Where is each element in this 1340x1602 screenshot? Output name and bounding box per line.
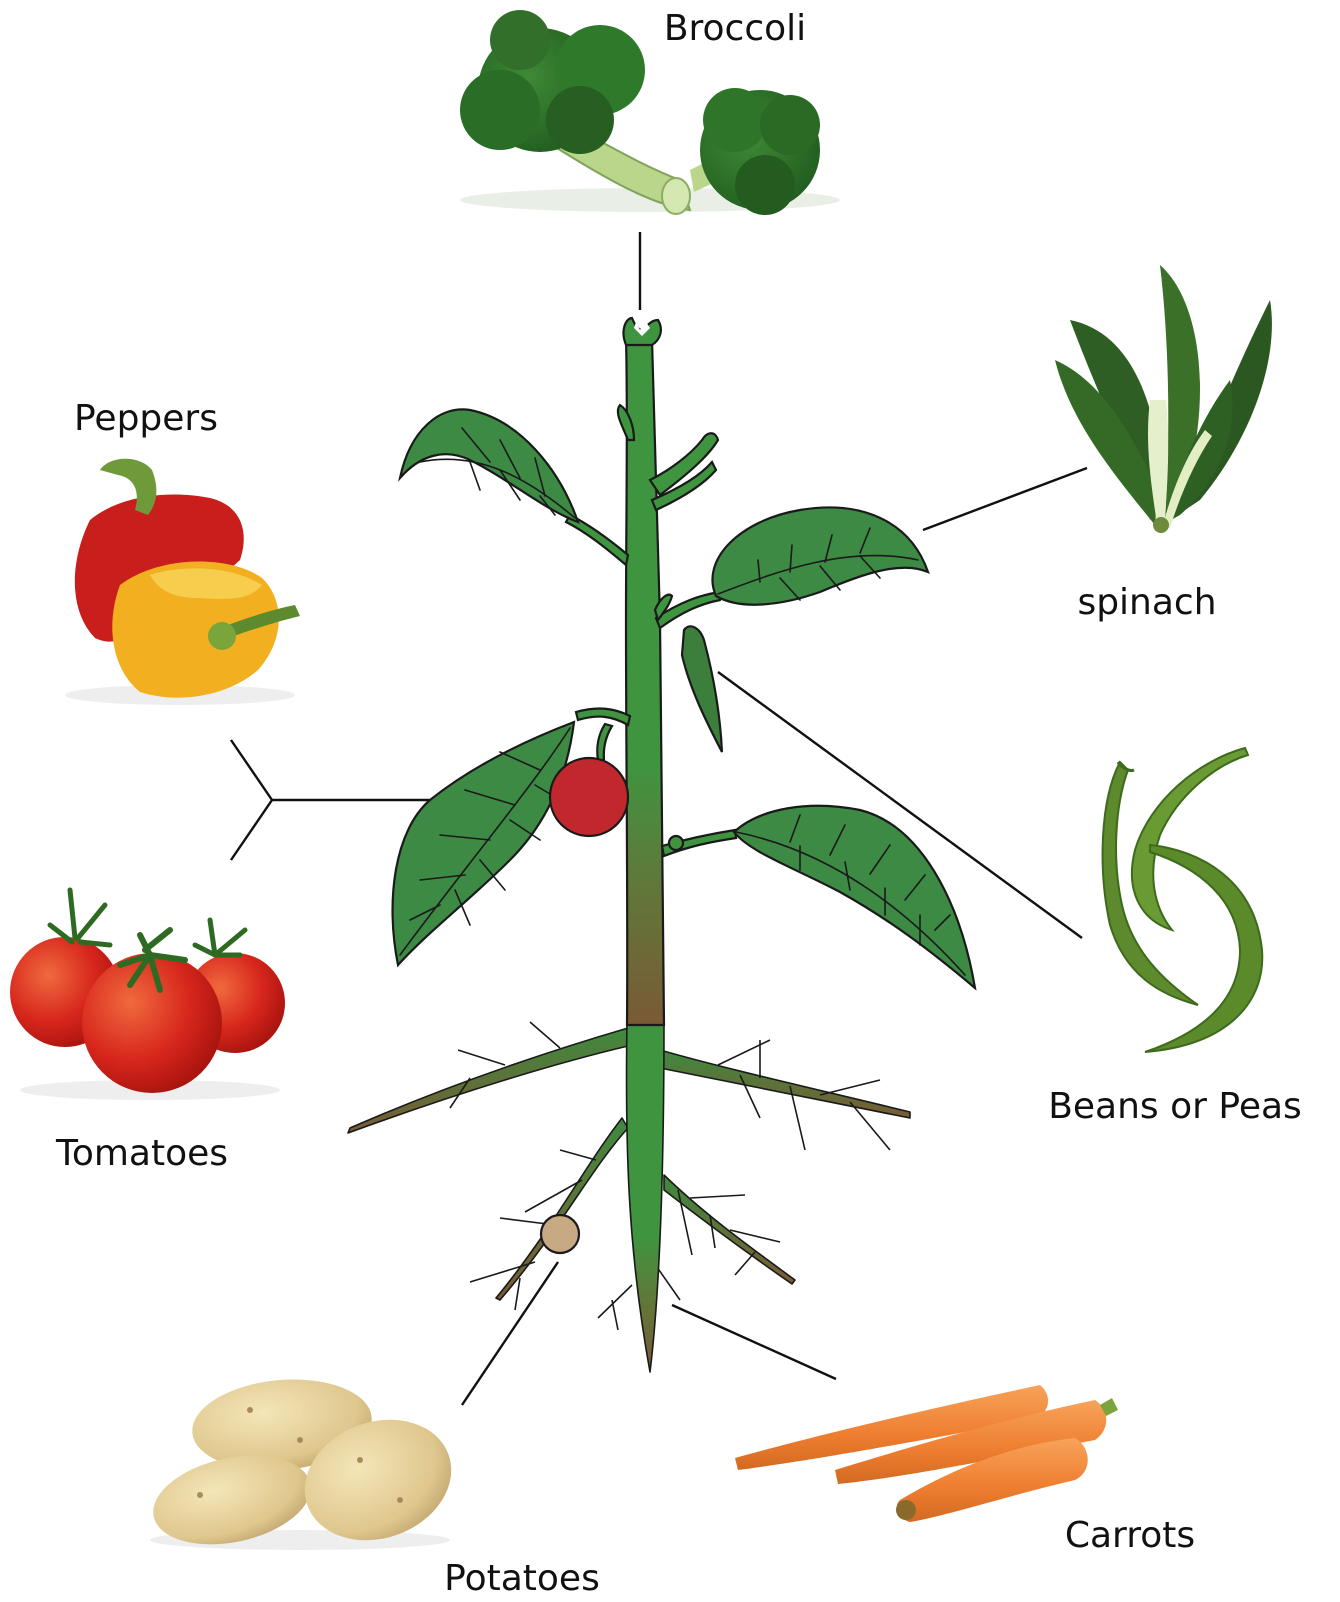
bean-pod [682, 626, 722, 752]
spinach-image [1055, 265, 1272, 533]
potato-tuber [541, 1215, 579, 1253]
potatoes-image [145, 1372, 468, 1560]
plant-roots [348, 1020, 910, 1372]
peppers-image [65, 459, 300, 705]
carrots-image [735, 1385, 1118, 1522]
tomatoes-image [10, 890, 285, 1100]
potatoes-label: Potatoes [444, 1558, 600, 1599]
carrots-label: Carrots [1065, 1515, 1195, 1556]
tomatoes-label: Tomatoes [55, 1133, 228, 1174]
beans-image [1103, 748, 1263, 1052]
peppers-label: Peppers [74, 398, 218, 439]
spinach-label: spinach [1077, 582, 1216, 623]
beans-label: Beans or Peas [1048, 1086, 1302, 1127]
broccoli-label: Broccoli [664, 8, 806, 49]
tomato-fruit [550, 758, 628, 836]
